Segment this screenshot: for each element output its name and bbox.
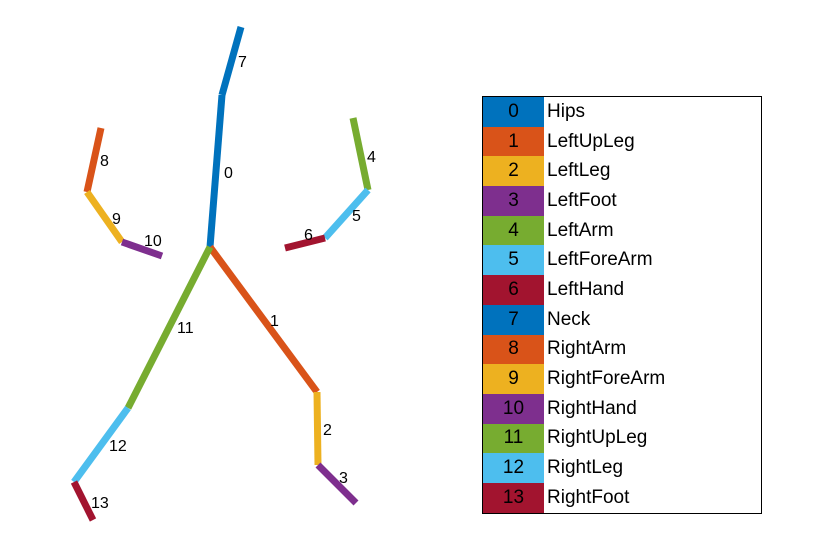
legend-label: RightHand — [547, 397, 637, 419]
bone-segment-3 — [315, 462, 359, 506]
legend-index: 12 — [483, 453, 544, 483]
legend-index: 11 — [483, 423, 544, 454]
bone-segment-12 — [71, 405, 131, 485]
bone-label-10: 10 — [144, 233, 162, 250]
legend-label: LeftForeArm — [547, 249, 653, 271]
legend-index: 1 — [483, 126, 544, 157]
legend-index: 10 — [483, 393, 544, 424]
legend-index: 2 — [483, 156, 544, 187]
legend-label: RightUpLeg — [547, 427, 648, 449]
legend-label: LeftUpLeg — [547, 130, 635, 152]
bone-label-7: 7 — [238, 54, 247, 71]
bone-label-5: 5 — [352, 208, 361, 225]
legend-label: Neck — [547, 308, 591, 330]
legend-label: RightFoot — [547, 486, 630, 508]
legend-label: RightLeg — [547, 457, 624, 479]
bone-label-11: 11 — [177, 320, 194, 337]
bone-segment-0 — [206, 94, 226, 248]
bone-segment-2 — [313, 391, 322, 466]
legend-index: 0 — [483, 97, 544, 127]
bone-label-12: 12 — [109, 438, 127, 455]
bone-label-9: 9 — [112, 211, 121, 228]
legend-label: LeftArm — [547, 219, 614, 241]
bone-segment-5 — [322, 187, 371, 241]
bone-label-1: 1 — [270, 313, 279, 330]
bone-label-13: 13 — [91, 495, 109, 512]
bone-label-0: 0 — [224, 165, 233, 182]
bone-segment-13 — [70, 480, 97, 522]
bone-label-8: 8 — [100, 153, 109, 170]
bone-label-2: 2 — [323, 422, 332, 439]
bone-segment-8 — [83, 127, 105, 193]
bone-segment-11 — [124, 245, 214, 410]
bone-segment-7 — [218, 26, 245, 96]
legend-index: 9 — [483, 364, 544, 394]
bone-label-3: 3 — [339, 470, 348, 487]
bone-segment-4 — [349, 117, 372, 191]
bone-label-6: 6 — [304, 227, 313, 244]
legend-label: RightArm — [547, 338, 627, 360]
legend-label: LeftLeg — [547, 160, 611, 182]
legend-label: Hips — [547, 100, 586, 122]
legend-label: LeftFoot — [547, 189, 617, 211]
bone-segment-10 — [120, 238, 164, 260]
legend-index: 6 — [483, 275, 544, 305]
legend-index: 7 — [483, 304, 544, 335]
bone-segment-6 — [284, 234, 326, 252]
legend-index: 4 — [483, 215, 544, 246]
legend-index: 3 — [483, 186, 544, 216]
legend-label: RightForeArm — [547, 368, 666, 390]
legend-index: 13 — [483, 482, 544, 513]
bone-segment-1 — [207, 244, 320, 395]
legend-index: 5 — [483, 245, 544, 276]
bone-segment-9 — [84, 189, 125, 245]
legend-index: 8 — [483, 334, 544, 365]
legend-label: LeftHand — [547, 278, 625, 300]
bone-label-4: 4 — [367, 149, 376, 166]
